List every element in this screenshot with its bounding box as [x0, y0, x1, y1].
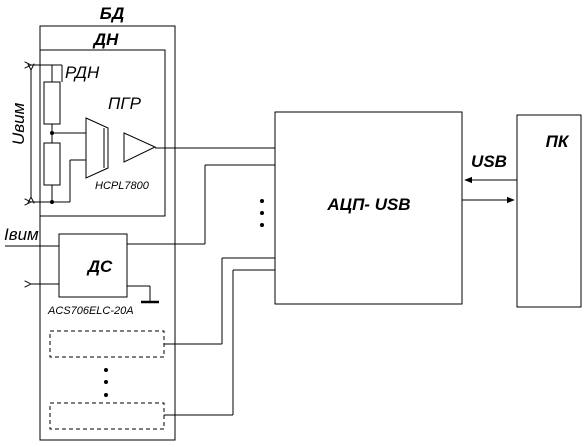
adc-input-dot-2 — [260, 211, 264, 215]
acs-label: ACS706ELC-20A — [47, 305, 134, 317]
channel-dot-3 — [104, 393, 108, 397]
channel-dot-2 — [104, 380, 108, 384]
channel-dot-1 — [104, 368, 108, 372]
usb-label: USB — [471, 152, 507, 171]
junction-bottom — [50, 200, 54, 204]
i-vim-label: Iвим — [4, 225, 39, 244]
bd-block — [39, 25, 176, 441]
pc-label: ПК — [546, 132, 570, 151]
adc-input-dot-1 — [260, 199, 264, 203]
channel-placeholder-1 — [49, 330, 165, 358]
ds-block — [58, 233, 128, 298]
resistor-2 — [43, 142, 61, 186]
adc-usb-label: АЦП- USB — [326, 195, 410, 214]
adc-usb-block — [274, 111, 463, 305]
channel-placeholder-2 — [49, 402, 165, 430]
u-vim-label: Uвим — [9, 102, 28, 145]
bd-label: БД — [100, 4, 125, 23]
ds-label: ДС — [86, 257, 113, 276]
adc-input-dot-3 — [260, 223, 264, 227]
pgr-label: ПГР — [108, 94, 142, 113]
pc-block — [516, 114, 582, 308]
dn-block — [39, 49, 166, 217]
buffer-triangle — [123, 132, 157, 163]
pgr-amplifier — [85, 117, 109, 179]
resistor-1 — [43, 81, 61, 125]
rdn-label: РДН — [65, 63, 100, 82]
hcpl-label: HCPL7800 — [95, 180, 150, 192]
dn-label: ДН — [92, 30, 119, 49]
